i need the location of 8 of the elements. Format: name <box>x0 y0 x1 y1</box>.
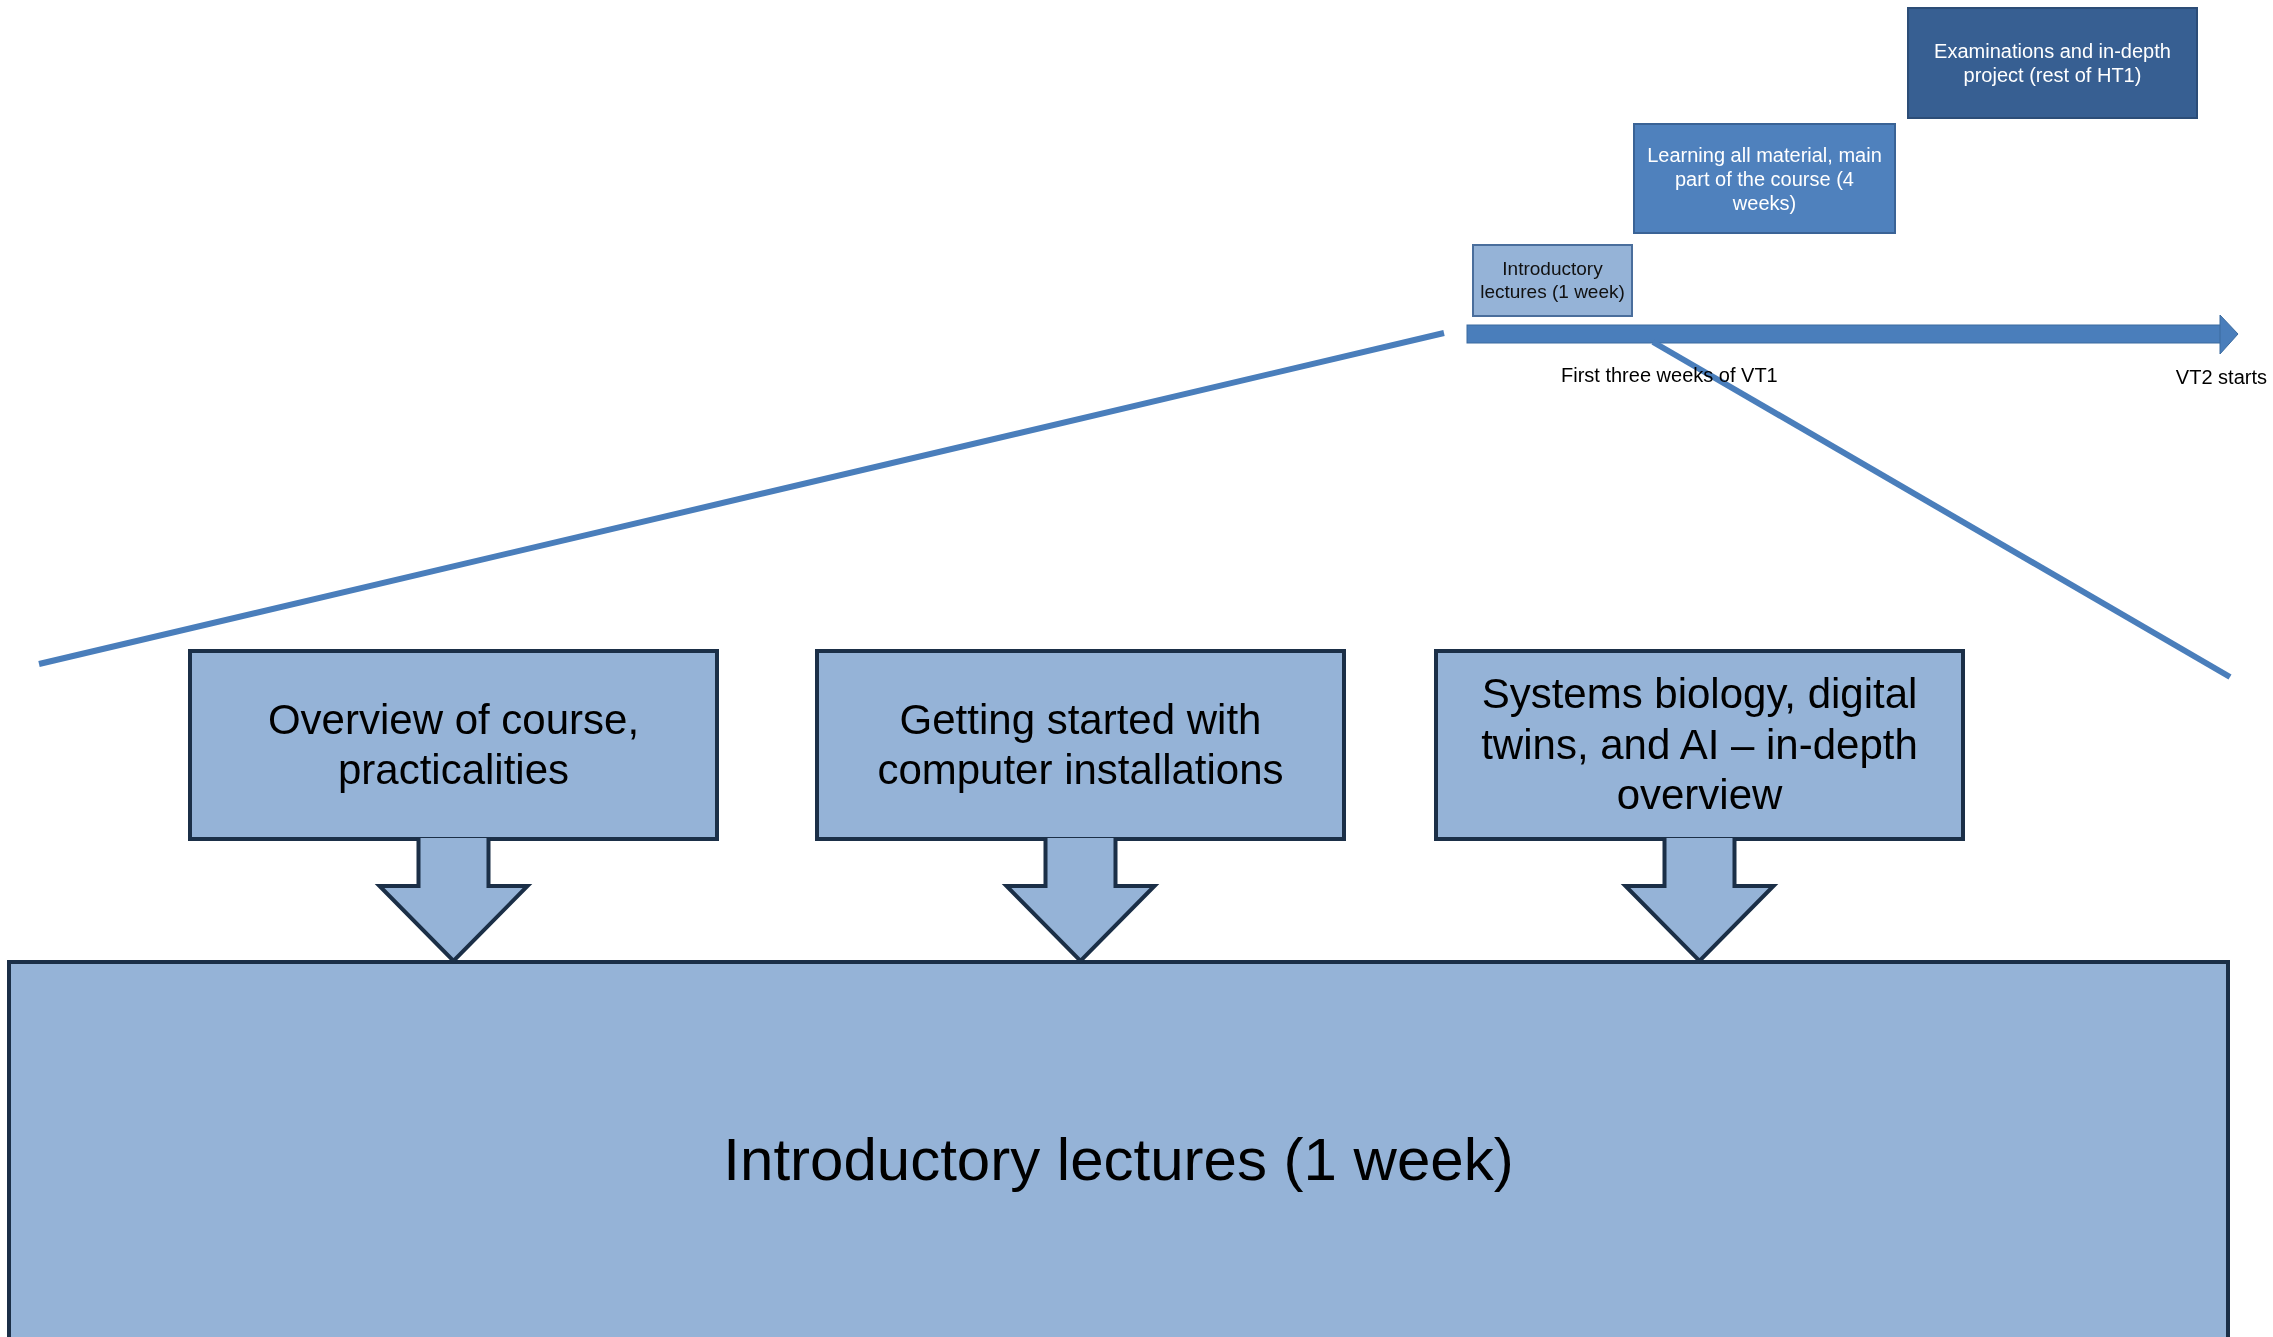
callout-box: Systems biology, digital twins, and AI – in-depth overview <box>1434 649 1965 841</box>
timeline-label: VT2 starts <box>2175 366 2267 389</box>
phase-box: Learning all material, main part of the course (4 weeks) <box>1633 123 1896 234</box>
phase-box: Examinations and in-depth project (rest of HT1) <box>1907 7 2198 119</box>
callout-box: Getting started with computer installations <box>815 649 1346 841</box>
phase-box: Introductory lectures (1 week) <box>1472 244 1633 317</box>
callout-box: Overview of course, practicalities <box>188 649 719 841</box>
phase-box: Introductory lectures (1 week) <box>7 960 2230 1337</box>
